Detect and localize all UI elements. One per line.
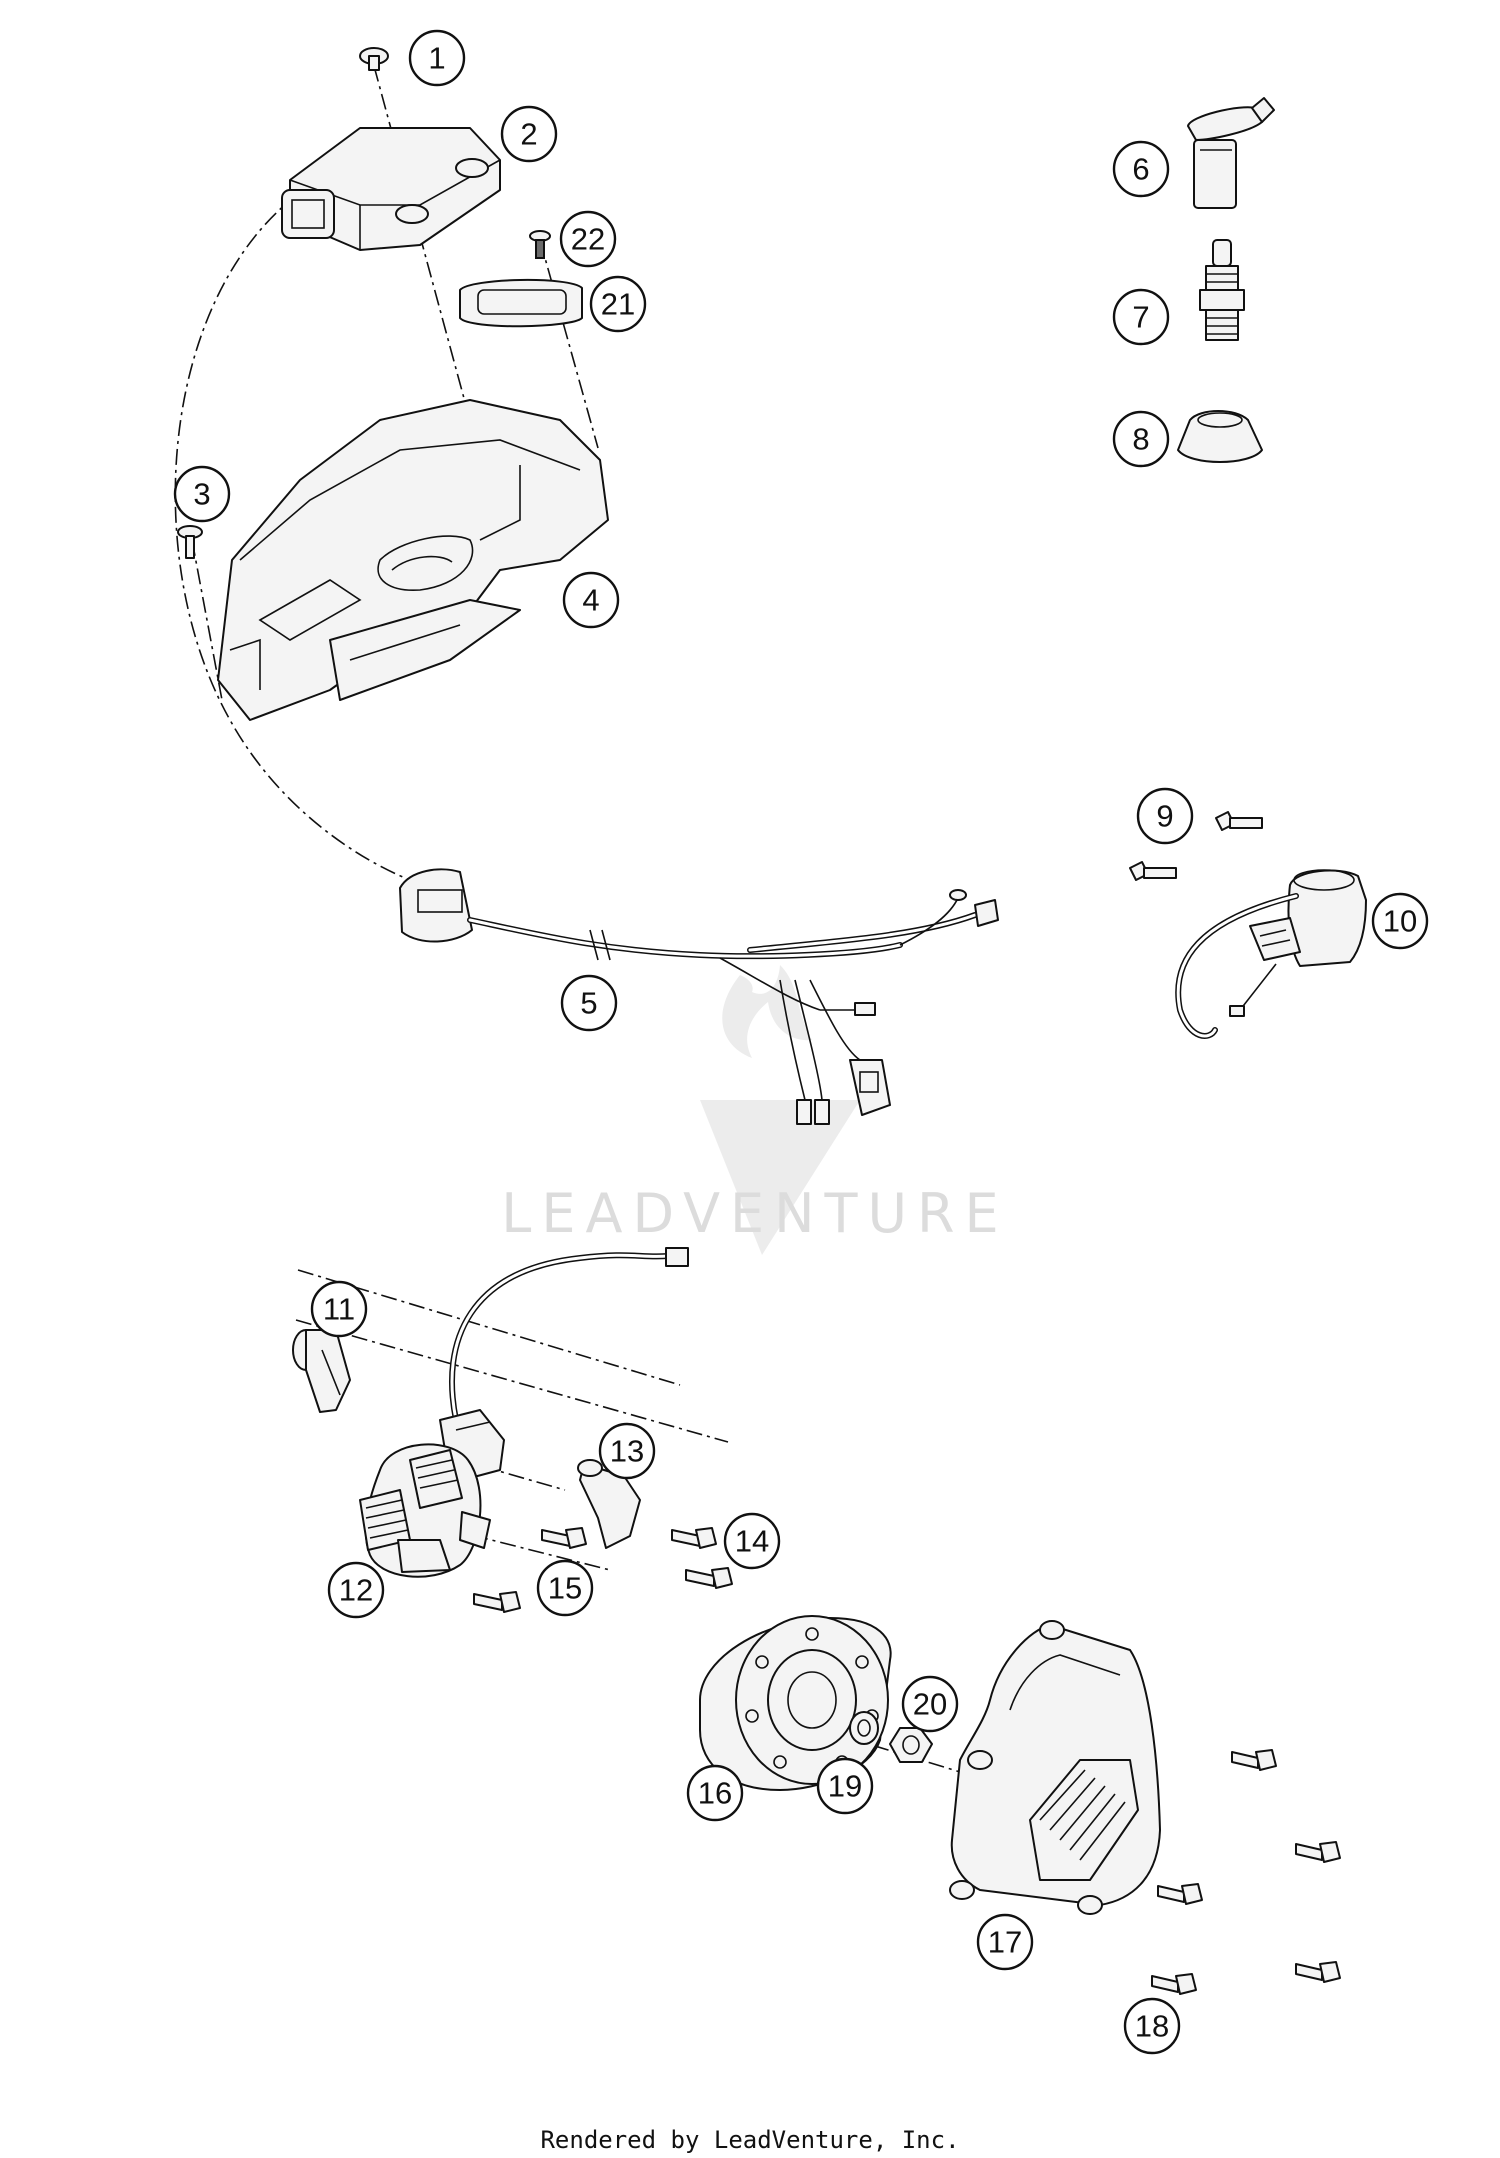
callout-4: 4 (562, 571, 620, 629)
callout-12: 12 (327, 1561, 385, 1619)
part-16-rotor (699, 1615, 892, 1791)
part-14-screws (671, 1527, 733, 1589)
svg-text:11: 11 (323, 1292, 355, 1327)
callout-19: 19 (816, 1757, 874, 1815)
callout-21: 21 (589, 275, 647, 333)
svg-text:10: 10 (1383, 904, 1417, 939)
svg-text:8: 8 (1132, 422, 1149, 457)
svg-text:2: 2 (520, 117, 537, 152)
part-4-tray (217, 399, 609, 721)
render-credit: Rendered by LeadVenture, Inc. (540, 2126, 960, 2154)
svg-text:3: 3 (193, 477, 210, 512)
svg-text:17: 17 (988, 1925, 1022, 1960)
part-8-grommet (1177, 410, 1263, 463)
svg-text:14: 14 (735, 1524, 769, 1559)
part-6-spark-plug-cap (1187, 97, 1275, 209)
part-1-screw (359, 47, 389, 71)
part-9-bolts (1129, 811, 1263, 881)
part-15-screws (473, 1527, 587, 1613)
callout-2: 2 (500, 105, 558, 163)
part-13-holder (577, 1459, 641, 1549)
callout-16: 16 (686, 1764, 744, 1822)
svg-text:16: 16 (698, 1776, 732, 1811)
part-3-screw (177, 525, 203, 559)
svg-text:19: 19 (828, 1769, 862, 1804)
svg-text:12: 12 (339, 1573, 373, 1608)
callout-22: 22 (559, 210, 617, 268)
svg-text:18: 18 (1135, 2009, 1169, 2044)
callout-15: 15 (536, 1559, 594, 1617)
part-18-bolts (1151, 1749, 1341, 1995)
part-21-display (459, 279, 583, 328)
callout-9: 9 (1136, 787, 1194, 845)
callout-10: 10 (1371, 892, 1429, 950)
part-12-stator (359, 1247, 689, 1578)
part-7-spark-plug (1199, 239, 1245, 341)
callout-3: 3 (173, 465, 231, 523)
callout-14: 14 (723, 1512, 781, 1570)
part-2-control-unit (281, 127, 501, 251)
part-5-wiring-harness (399, 868, 999, 1125)
svg-text:4: 4 (582, 583, 599, 618)
svg-text:6: 6 (1132, 152, 1149, 187)
leader-lines (174, 65, 971, 1776)
svg-text:22: 22 (571, 222, 605, 257)
callout-18: 18 (1123, 1997, 1181, 2055)
svg-text:1: 1 (428, 41, 445, 76)
svg-text:21: 21 (601, 287, 635, 322)
svg-text:13: 13 (610, 1434, 644, 1469)
svg-text:9: 9 (1156, 799, 1173, 834)
callout-11: 11 (310, 1280, 368, 1338)
part-17-ignition-cover (949, 1620, 1161, 1915)
part-20-nut (889, 1727, 933, 1763)
callout-1: 1 (408, 29, 466, 87)
callout-8: 8 (1112, 410, 1170, 468)
svg-text:15: 15 (548, 1571, 582, 1606)
svg-text:20: 20 (913, 1687, 947, 1722)
callout-20: 20 (901, 1675, 959, 1733)
part-22-screw (529, 230, 551, 259)
part-19-washer (849, 1711, 879, 1745)
svg-text:7: 7 (1132, 300, 1149, 335)
watermark-text: LEADVENTURE (501, 1182, 1008, 1245)
callout-7: 7 (1112, 288, 1170, 346)
callout-17: 17 (976, 1913, 1034, 1971)
callout-13: 13 (598, 1422, 656, 1480)
svg-text:5: 5 (580, 986, 597, 1021)
callout-6: 6 (1112, 140, 1170, 198)
part-11-cable-holder (292, 1329, 351, 1413)
part-10-ignition-coil (1175, 869, 1367, 1039)
callout-5: 5 (560, 974, 618, 1032)
